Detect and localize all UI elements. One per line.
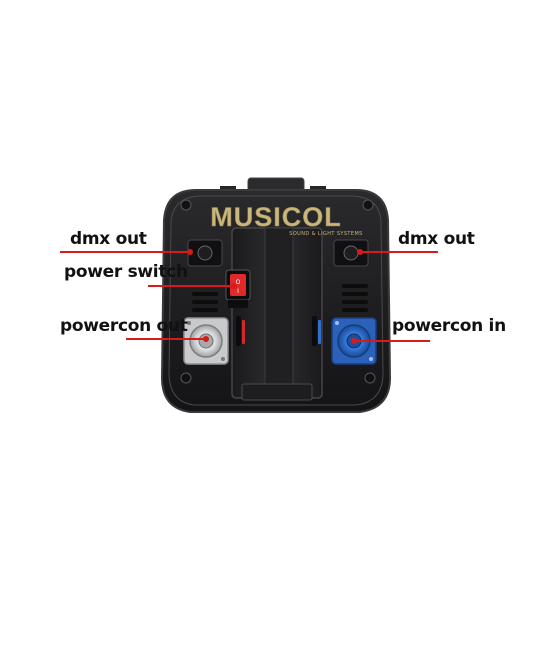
screw bbox=[180, 199, 192, 211]
dmx-out-connector-left bbox=[187, 239, 223, 267]
label-powercon-out: powercon out bbox=[60, 316, 188, 336]
vent-right bbox=[342, 284, 368, 312]
brand-tagline: SOUND & LIGHT SYSTEMS bbox=[289, 231, 362, 237]
pointer-dmx-out-left bbox=[60, 249, 193, 255]
screw bbox=[362, 199, 374, 211]
dmx-out-connector-right bbox=[333, 239, 369, 267]
pointer-powercon-in bbox=[351, 338, 430, 344]
screw bbox=[364, 372, 376, 384]
pointer-power-switch bbox=[148, 283, 237, 289]
label-powercon-in: powercon in bbox=[392, 316, 506, 336]
pointer-powercon-out bbox=[126, 336, 209, 342]
label-dmx-out-right: dmx out bbox=[398, 229, 475, 249]
screw bbox=[180, 372, 192, 384]
label-dmx-out-left: dmx out bbox=[70, 229, 147, 249]
pointer-dmx-out-right bbox=[357, 249, 438, 255]
svg-text:I: I bbox=[237, 288, 239, 295]
brand-logo: MUSICOL bbox=[210, 202, 342, 232]
vent-left bbox=[192, 292, 218, 312]
svg-text:O: O bbox=[236, 279, 241, 286]
power-switch: O I bbox=[225, 269, 251, 301]
label-power-switch: power switch bbox=[64, 262, 188, 282]
